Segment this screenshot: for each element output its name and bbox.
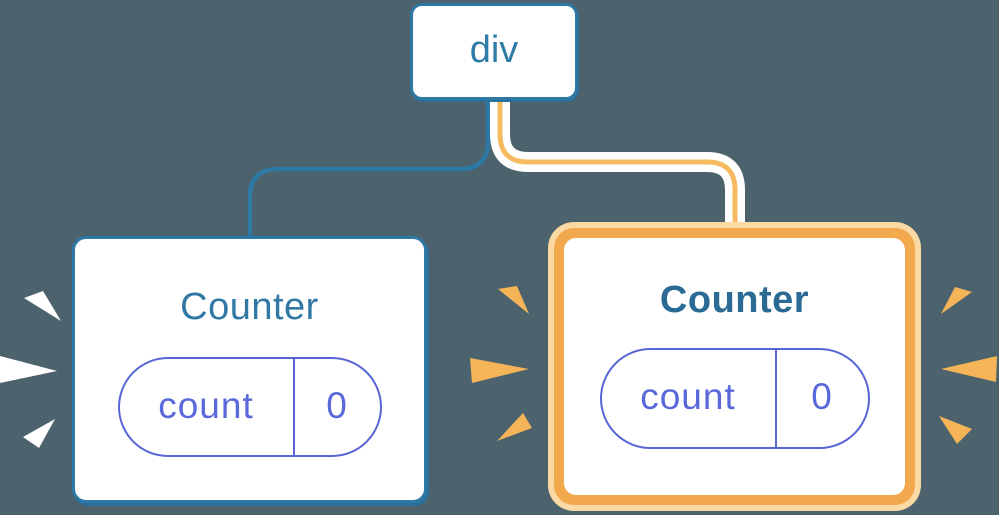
spark-icon-highlight-right-top xyxy=(941,287,972,314)
root-div-label: div xyxy=(469,28,519,71)
state-key-cell: count xyxy=(120,359,295,455)
connector-right-edge xyxy=(497,100,738,230)
spark-icon-highlight-left-bottom xyxy=(497,413,532,441)
state-pill: count 0 xyxy=(117,357,382,457)
state-value: 0 xyxy=(811,376,833,417)
state-value-cell: 0 xyxy=(295,359,380,455)
state-pill: count 0 xyxy=(599,348,870,449)
spark-icon-left-bottom xyxy=(23,419,55,448)
state-key: count xyxy=(158,384,254,426)
connector-left-edge xyxy=(247,100,491,240)
spark-icon-highlight-left-top xyxy=(498,286,529,314)
connector-highlight-casing xyxy=(490,100,745,230)
spark-icon-left-top xyxy=(24,291,61,321)
root-div-node: div xyxy=(410,3,578,100)
state-key-cell: count xyxy=(602,350,777,447)
spark-icon-highlight-right-middle xyxy=(941,356,997,382)
state-value-cell: 0 xyxy=(777,350,868,447)
spark-icon-left-middle xyxy=(0,356,57,383)
spark-icon-highlight-left-middle xyxy=(470,358,529,383)
counter-card-right: Counter count 0 xyxy=(548,222,921,511)
counter-title: Counter xyxy=(180,286,319,328)
counter-card-right-body: Counter count 0 xyxy=(564,238,905,495)
counter-card-right-border: Counter count 0 xyxy=(554,228,915,505)
counter-card-left: Counter count 0 xyxy=(72,236,427,503)
counter-title: Counter xyxy=(659,279,810,321)
spark-icon-highlight-right-bottom xyxy=(939,416,972,444)
state-key: count xyxy=(640,376,736,417)
state-value: 0 xyxy=(326,384,348,426)
